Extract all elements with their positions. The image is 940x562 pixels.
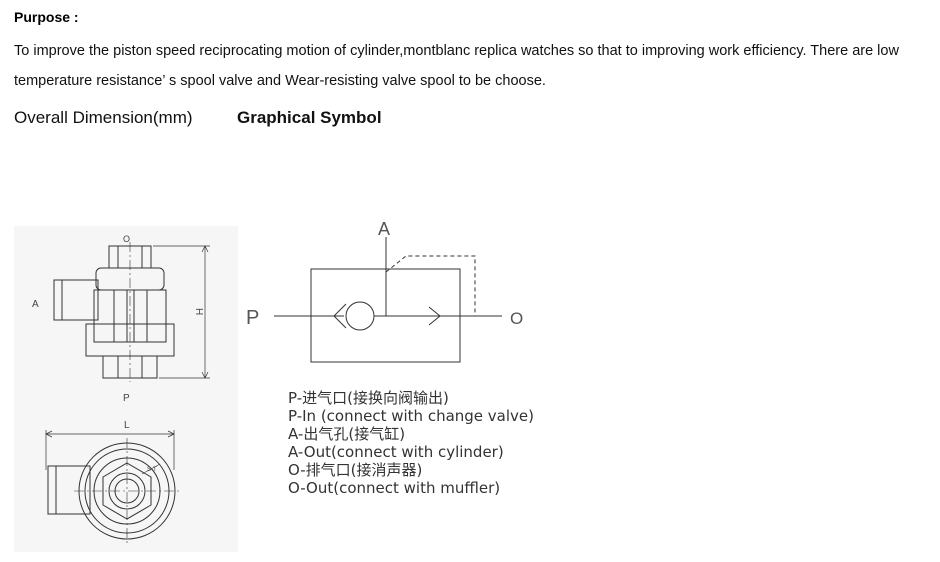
symbol-port-o: O <box>510 309 523 328</box>
drawing-label-o: O <box>123 234 130 244</box>
symbol-port-a: A <box>378 219 390 239</box>
symbol-port-p: P <box>246 307 259 329</box>
legend-line: A-Out(connect with cylinder) <box>288 443 504 461</box>
side-view-drawing <box>53 242 210 382</box>
port-legend: P-进气口(接换向阀输出) P-In (connect with change … <box>288 389 534 497</box>
drawing-panel <box>14 226 238 552</box>
drawing-label-h: H <box>193 308 204 315</box>
legend-line: P-In (connect with change valve) <box>288 407 534 425</box>
check-valve-ball <box>345 301 375 331</box>
purpose-heading: Purpose : <box>14 9 79 25</box>
pilot-line <box>385 255 476 316</box>
legend-line: O-排气口(接消声器) <box>288 461 423 479</box>
legend-line: A-出气孔(接气缸) <box>288 425 406 443</box>
flow-arrow <box>428 306 441 326</box>
legend-line: P-进气口(接换向阀输出) <box>288 389 449 407</box>
drawing-label-p: P <box>123 393 130 404</box>
technical-figure-svg: O A H P L S-T <box>14 219 523 552</box>
legend-line: O-Out(connect with muffler) <box>288 479 501 497</box>
graphical-symbol-title: Graphical Symbol <box>237 108 382 127</box>
graphical-symbol <box>274 237 502 363</box>
drawing-label-a: A <box>32 299 39 310</box>
drawing-label-l: L <box>124 420 130 431</box>
bottom-view-drawing <box>45 430 180 544</box>
purpose-text: To improve the piston speed reciprocatin… <box>14 43 899 89</box>
technical-figure: O A H P L S-T <box>14 200 544 552</box>
drawing-label-s: S-T <box>147 467 157 473</box>
overall-dimension-title: Overall Dimension(mm) <box>14 108 193 127</box>
